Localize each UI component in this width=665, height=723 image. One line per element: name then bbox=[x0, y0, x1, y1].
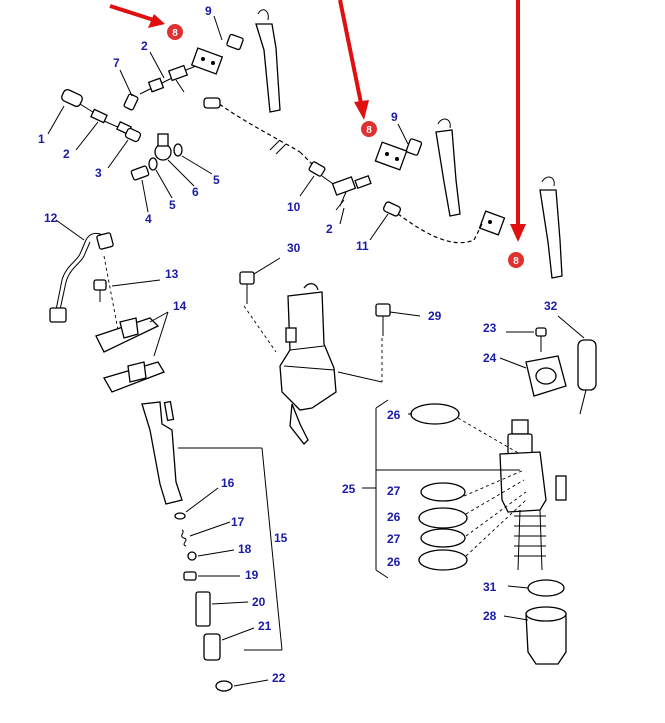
callout-15: 15 bbox=[274, 531, 288, 545]
callout-9-top: 9 bbox=[205, 4, 212, 18]
center-pump-assembly bbox=[239, 257, 421, 445]
callout-22: 22 bbox=[272, 671, 286, 685]
callout-21: 21 bbox=[258, 619, 272, 633]
left-lower-assembly bbox=[49, 219, 283, 692]
callout-16: 16 bbox=[221, 476, 235, 490]
injector-far-right bbox=[473, 176, 563, 279]
fuel-line-center bbox=[269, 139, 475, 244]
badge-8-b: 8 bbox=[366, 125, 372, 136]
callout-14: 14 bbox=[173, 299, 187, 313]
callout-24: 24 bbox=[483, 351, 497, 365]
callout-25: 25 bbox=[342, 482, 356, 496]
right-injector-assembly bbox=[362, 315, 597, 665]
callout-2-left: 2 bbox=[63, 147, 70, 161]
callout-12: 12 bbox=[44, 211, 58, 225]
callout-32: 32 bbox=[544, 299, 558, 313]
callout-9-right: 9 bbox=[391, 110, 398, 124]
callout-26-c: 26 bbox=[387, 555, 401, 569]
callout-5-bottom: 5 bbox=[169, 198, 176, 212]
callout-labels: 1 2 2 2 3 4 5 5 6 7 9 9 10 11 12 13 14 1… bbox=[38, 4, 558, 685]
callout-6: 6 bbox=[192, 185, 199, 199]
callout-1: 1 bbox=[38, 132, 45, 146]
callout-17: 17 bbox=[231, 515, 245, 529]
badge-8-a: 8 bbox=[172, 28, 178, 39]
callout-27-b: 27 bbox=[387, 532, 401, 546]
callout-26-a: 26 bbox=[387, 408, 401, 422]
callout-27-a: 27 bbox=[387, 484, 401, 498]
callout-26-b: 26 bbox=[387, 510, 401, 524]
callout-2-center: 2 bbox=[326, 222, 333, 236]
fuel-line-assembly-left bbox=[47, 51, 213, 213]
callout-13: 13 bbox=[165, 267, 179, 281]
injector-top-left bbox=[190, 9, 301, 153]
callout-18: 18 bbox=[238, 542, 252, 556]
callout-19: 19 bbox=[245, 568, 259, 582]
callout-10: 10 bbox=[287, 200, 301, 214]
callout-30: 30 bbox=[287, 241, 301, 255]
callout-23: 23 bbox=[483, 321, 497, 335]
callout-2-top: 2 bbox=[141, 39, 148, 53]
injector-top-right bbox=[374, 118, 461, 217]
callout-4: 4 bbox=[145, 212, 152, 226]
callout-5-right: 5 bbox=[213, 173, 220, 187]
callout-3: 3 bbox=[95, 166, 102, 180]
callout-31: 31 bbox=[483, 580, 497, 594]
highlight-arrows: 8 8 8 bbox=[109, 0, 526, 268]
badge-8-c: 8 bbox=[513, 256, 519, 267]
callout-28: 28 bbox=[483, 609, 497, 623]
callout-7: 7 bbox=[113, 56, 120, 70]
callout-29: 29 bbox=[428, 309, 442, 323]
callout-11: 11 bbox=[356, 239, 369, 253]
callout-20: 20 bbox=[252, 595, 266, 609]
